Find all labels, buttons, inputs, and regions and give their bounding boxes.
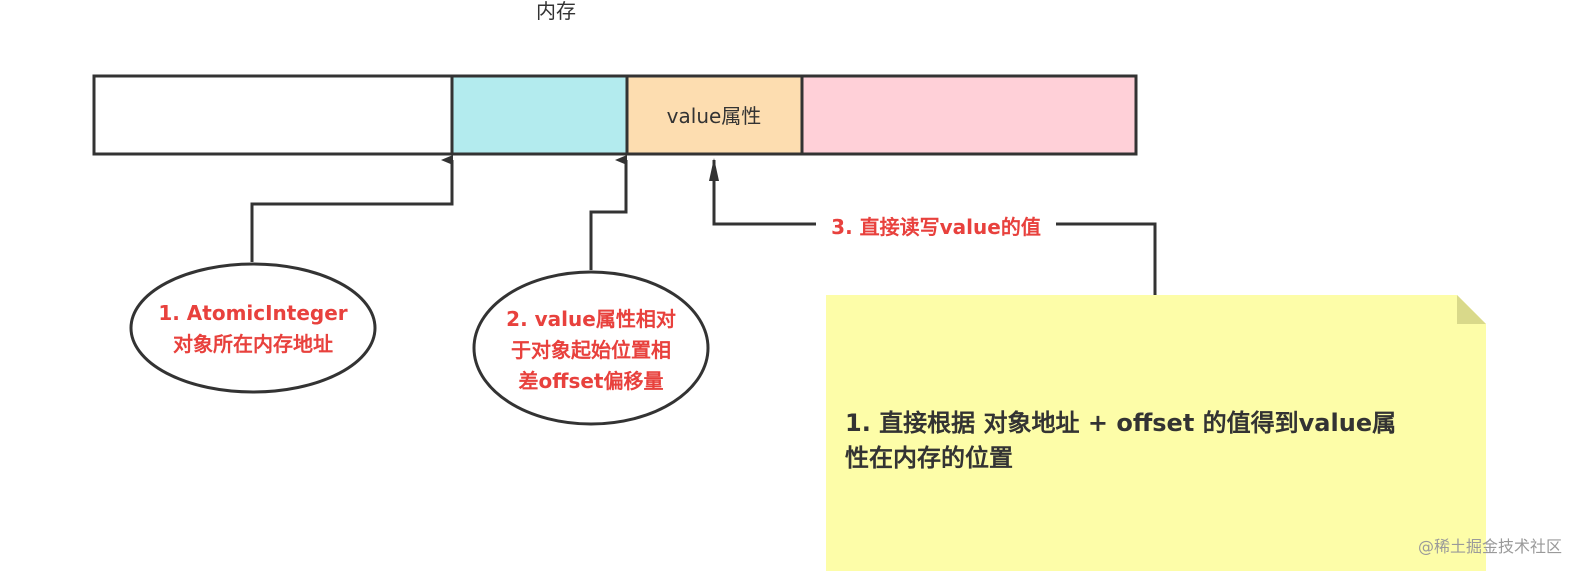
diagram-title: 内存 xyxy=(536,0,576,23)
connector-object-address xyxy=(250,155,454,262)
callout-1-line1: 1. AtomicInteger xyxy=(158,301,347,325)
callout-1-line2: 对象所在内存地址 xyxy=(173,332,333,356)
callout-2-line2: 于对象起始位置相 xyxy=(511,338,671,362)
callout-object-address: 1. AtomicInteger 对象所在内存地址 xyxy=(129,262,377,394)
value-field-label: value属性 xyxy=(667,104,762,128)
callout-2-line1: 2. value属性相对 xyxy=(506,307,676,331)
segment-object-header xyxy=(92,74,454,156)
sticky-note: 1. 直接根据 对象地址 + offset 的值得到value属 性在内存的位置 xyxy=(826,295,1486,571)
arrowhead-read-write xyxy=(709,158,719,181)
note-line2: 性在内存的位置 xyxy=(845,444,1013,472)
callout-ellipse-1 xyxy=(129,262,377,394)
connector-offset xyxy=(589,155,628,270)
segment-value-field xyxy=(625,74,804,156)
connector-read-write xyxy=(712,160,1157,295)
note-line1: 1. 直接根据 对象地址 + offset 的值得到value属 xyxy=(845,409,1396,437)
callout-2-line3: 差offset偏移量 xyxy=(519,369,664,393)
segment-offset-region xyxy=(450,74,629,156)
note-fold xyxy=(1457,295,1486,324)
watermark: @稀土掘金技术社区 xyxy=(1418,537,1562,556)
callout-offset: 2. value属性相对 于对象起始位置相 差offset偏移量 xyxy=(472,270,710,426)
callout-ellipse-2 xyxy=(472,270,710,426)
memory-bar: value属性 xyxy=(92,74,1138,156)
step3-label: 3. 直接读写value的值 xyxy=(831,215,1041,239)
note-body xyxy=(826,295,1486,571)
segment-rest-region xyxy=(800,74,1138,156)
